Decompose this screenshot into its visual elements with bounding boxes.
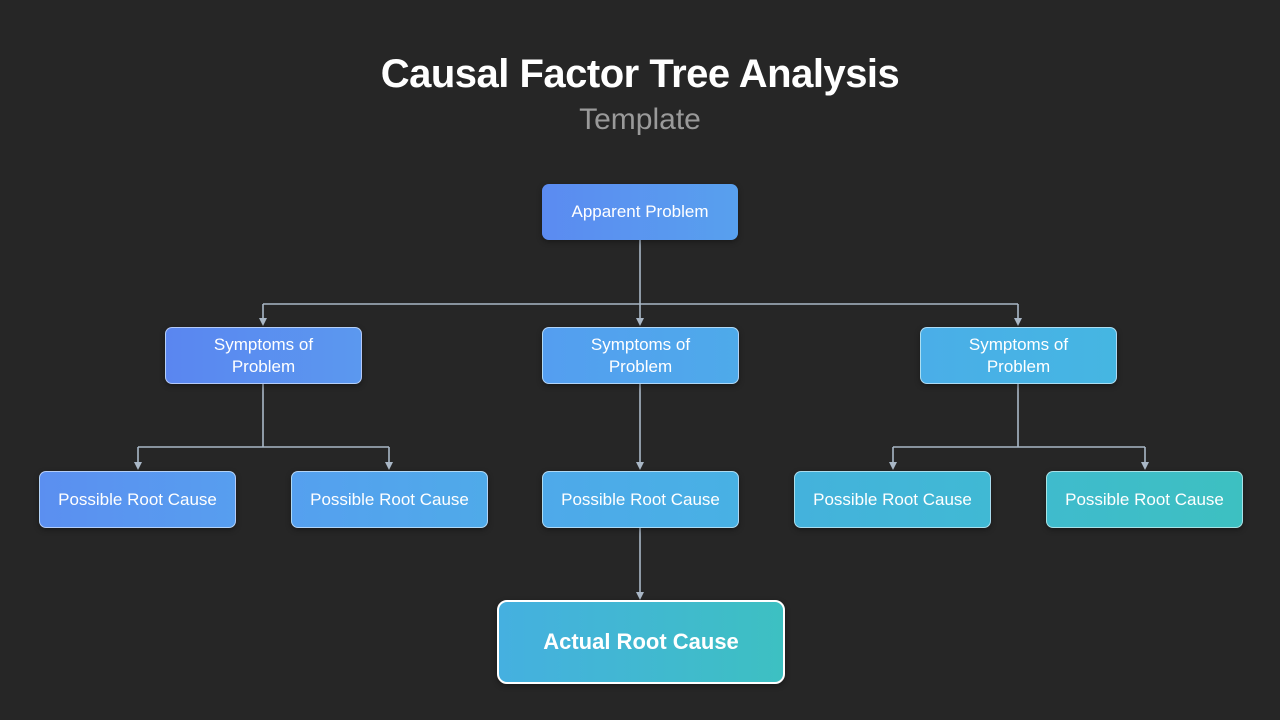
possible-root-cause-node-4: Possible Root Cause bbox=[794, 471, 991, 528]
possible-root-cause-node-5: Possible Root Cause bbox=[1046, 471, 1243, 528]
symptom-node-2: Symptoms of Problem bbox=[542, 327, 739, 384]
page-title: Causal Factor Tree Analysis bbox=[380, 52, 900, 96]
page-subtitle: Template bbox=[579, 103, 701, 136]
symptom-node-1: Symptoms of Problem bbox=[165, 327, 362, 384]
possible-root-cause-node-2: Possible Root Cause bbox=[291, 471, 488, 528]
possible-root-cause-node-3: Possible Root Cause bbox=[542, 471, 739, 528]
actual-root-cause-node: Actual Root Cause bbox=[497, 600, 785, 684]
apparent-problem-node: Apparent Problem bbox=[542, 184, 738, 240]
possible-root-cause-node-1: Possible Root Cause bbox=[39, 471, 236, 528]
symptom-node-3: Symptoms of Problem bbox=[920, 327, 1117, 384]
